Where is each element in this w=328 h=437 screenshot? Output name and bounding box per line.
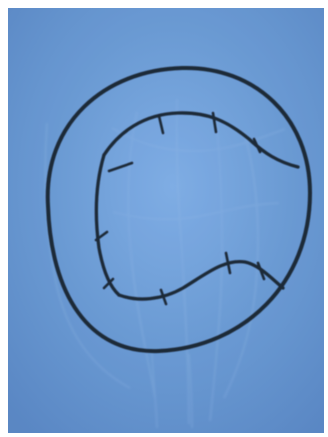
photo	[8, 8, 324, 433]
paper-grain	[8, 8, 324, 433]
baseball-sketch-svg	[8, 8, 324, 433]
